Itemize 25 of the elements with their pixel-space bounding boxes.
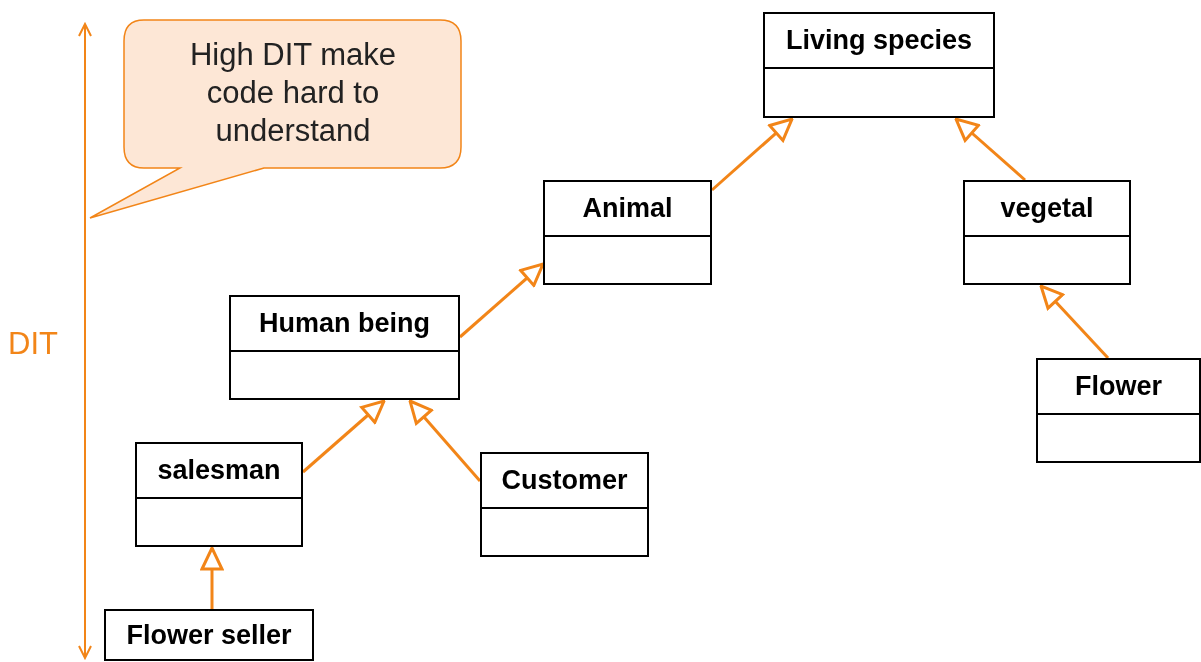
- inheritance-arrow: [459, 262, 545, 339]
- class-box: [543, 180, 712, 285]
- class-name: Flower seller: [126, 619, 292, 652]
- class-name: Animal: [582, 192, 673, 225]
- class-name: Flower: [1075, 370, 1162, 403]
- inheritance-arrow: [408, 399, 482, 482]
- inheritance-arrow: [711, 117, 794, 192]
- class-box: [135, 442, 303, 547]
- inheritance-arrow: [200, 546, 224, 609]
- class-box: [763, 12, 995, 118]
- class-box: [480, 452, 649, 557]
- class-name: Human being: [259, 307, 430, 340]
- class-name: Living species: [785, 24, 973, 57]
- axis-label: DIT: [8, 326, 58, 362]
- inheritance-arrow: [1039, 284, 1110, 360]
- class-box: [104, 609, 314, 661]
- class-name: salesman: [157, 454, 281, 487]
- class-box: [1036, 358, 1201, 463]
- class-box: [963, 180, 1131, 285]
- inheritance-arrow: [302, 399, 386, 474]
- callout-text: High DIT make code hard to understand: [188, 36, 398, 150]
- class-name: Customer: [501, 464, 628, 497]
- class-name: vegetal: [1000, 192, 1094, 225]
- class-box: [229, 295, 460, 400]
- inheritance-arrow: [954, 117, 1026, 182]
